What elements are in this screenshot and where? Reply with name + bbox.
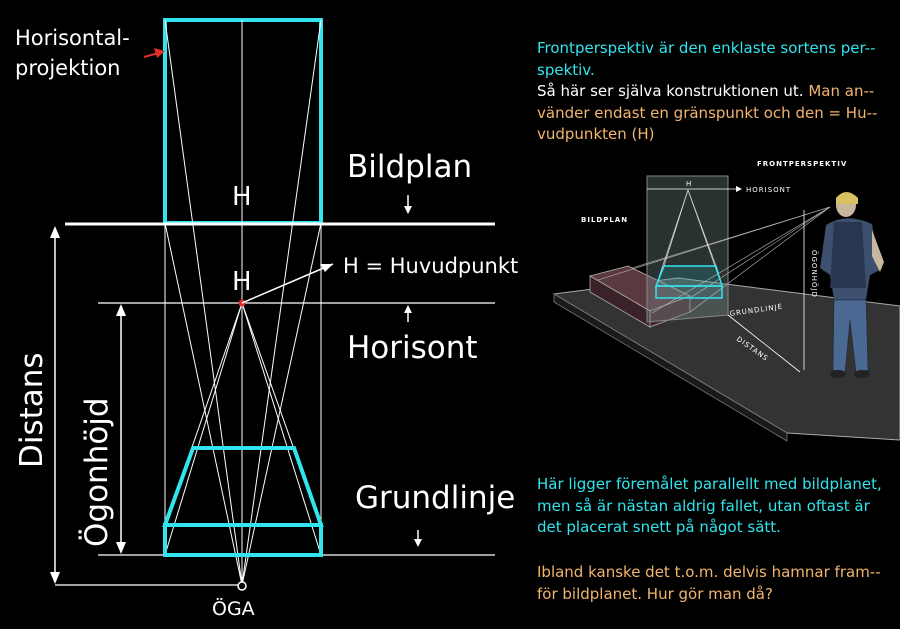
intro-text-cyan: Frontperspektiv är den enklaste sortens … bbox=[537, 39, 876, 79]
illustration-label-horizon: HORISONT bbox=[746, 186, 791, 194]
illustration-label-h: H bbox=[686, 180, 692, 188]
intro-text-orange: Man an-­vänder endast en gränspunkt och … bbox=[537, 82, 878, 143]
bottom-text-orange: Ibland kanske det t.o.m. delvis hamnar f… bbox=[537, 563, 881, 603]
label-h-top: H bbox=[232, 182, 252, 212]
sight-line bbox=[164, 19, 243, 586]
main-point-arrowhead bbox=[320, 264, 333, 272]
floor-slab-edge bbox=[553, 293, 788, 442]
horizon-arrowhead-3d bbox=[736, 186, 742, 192]
sight-line-3d bbox=[631, 206, 831, 269]
bottom-paragraph-cyan: Här ligger föremålet parallellt med bild… bbox=[537, 474, 895, 539]
picture-plane-panel bbox=[646, 175, 729, 323]
bottom-paragraph-orange: Ibland kanske det t.o.m. delvis hamnar f… bbox=[537, 562, 889, 605]
label-ground-line: Grundlinje bbox=[355, 480, 515, 516]
intro-text-white: Så här ser själva konstruktionen ut. bbox=[537, 82, 804, 100]
label-h-mid: H bbox=[232, 267, 252, 297]
vanishing-line bbox=[241, 302, 322, 556]
vanishing-line-3d bbox=[655, 189, 689, 287]
distance-line-3d bbox=[727, 314, 801, 373]
horizon-pointer bbox=[404, 305, 412, 322]
eye-point bbox=[237, 581, 247, 591]
eye-height-arrowhead-top bbox=[116, 304, 126, 316]
projected-object-top bbox=[654, 265, 724, 287]
vanishing-line bbox=[164, 302, 243, 556]
intro-paragraph: Frontperspektiv är den enklaste sortens … bbox=[537, 38, 887, 146]
illustration-label-picture-plane: BILDPLAN bbox=[581, 216, 628, 224]
distance-arrowhead-bottom bbox=[50, 572, 60, 584]
vanishing-line-3d bbox=[687, 189, 723, 287]
sight-line-3d bbox=[651, 206, 831, 314]
label-eye: ÖGA bbox=[212, 597, 255, 620]
ground-line-pointer bbox=[414, 530, 422, 547]
label-h-definition: H = Huvudpunkt bbox=[343, 254, 518, 278]
projected-object-front bbox=[655, 285, 723, 299]
sight-line bbox=[241, 19, 322, 586]
red-arrowhead bbox=[154, 48, 165, 58]
label-picture-plane: Bildplan bbox=[347, 149, 472, 185]
label-horizon: Horisont bbox=[347, 330, 478, 366]
picture-plane-pointer bbox=[404, 195, 412, 214]
label-horizontal-projection-2: projektion bbox=[15, 56, 121, 80]
illustration-title: FRONTPERSPEKTIV bbox=[757, 160, 847, 168]
sight-line-3d bbox=[689, 206, 831, 299]
label-distance: Distans bbox=[14, 352, 50, 468]
distance-arrowhead-top bbox=[50, 226, 60, 238]
illustration-label-eye-height: ÖGONHÖJD bbox=[810, 250, 819, 298]
label-eye-height: Ögonhöjd bbox=[78, 397, 115, 547]
label-horizontal-projection-1: Horisontal- bbox=[15, 26, 130, 50]
perspective-object-front bbox=[163, 523, 323, 557]
eye-height-arrowhead-bottom bbox=[116, 542, 126, 554]
bottom-text-cyan: Här ligger föremålet parallellt med bild… bbox=[537, 475, 882, 536]
sight-line-3d bbox=[689, 206, 831, 313]
person-figure bbox=[819, 192, 884, 378]
main-point-pointer bbox=[241, 263, 334, 304]
